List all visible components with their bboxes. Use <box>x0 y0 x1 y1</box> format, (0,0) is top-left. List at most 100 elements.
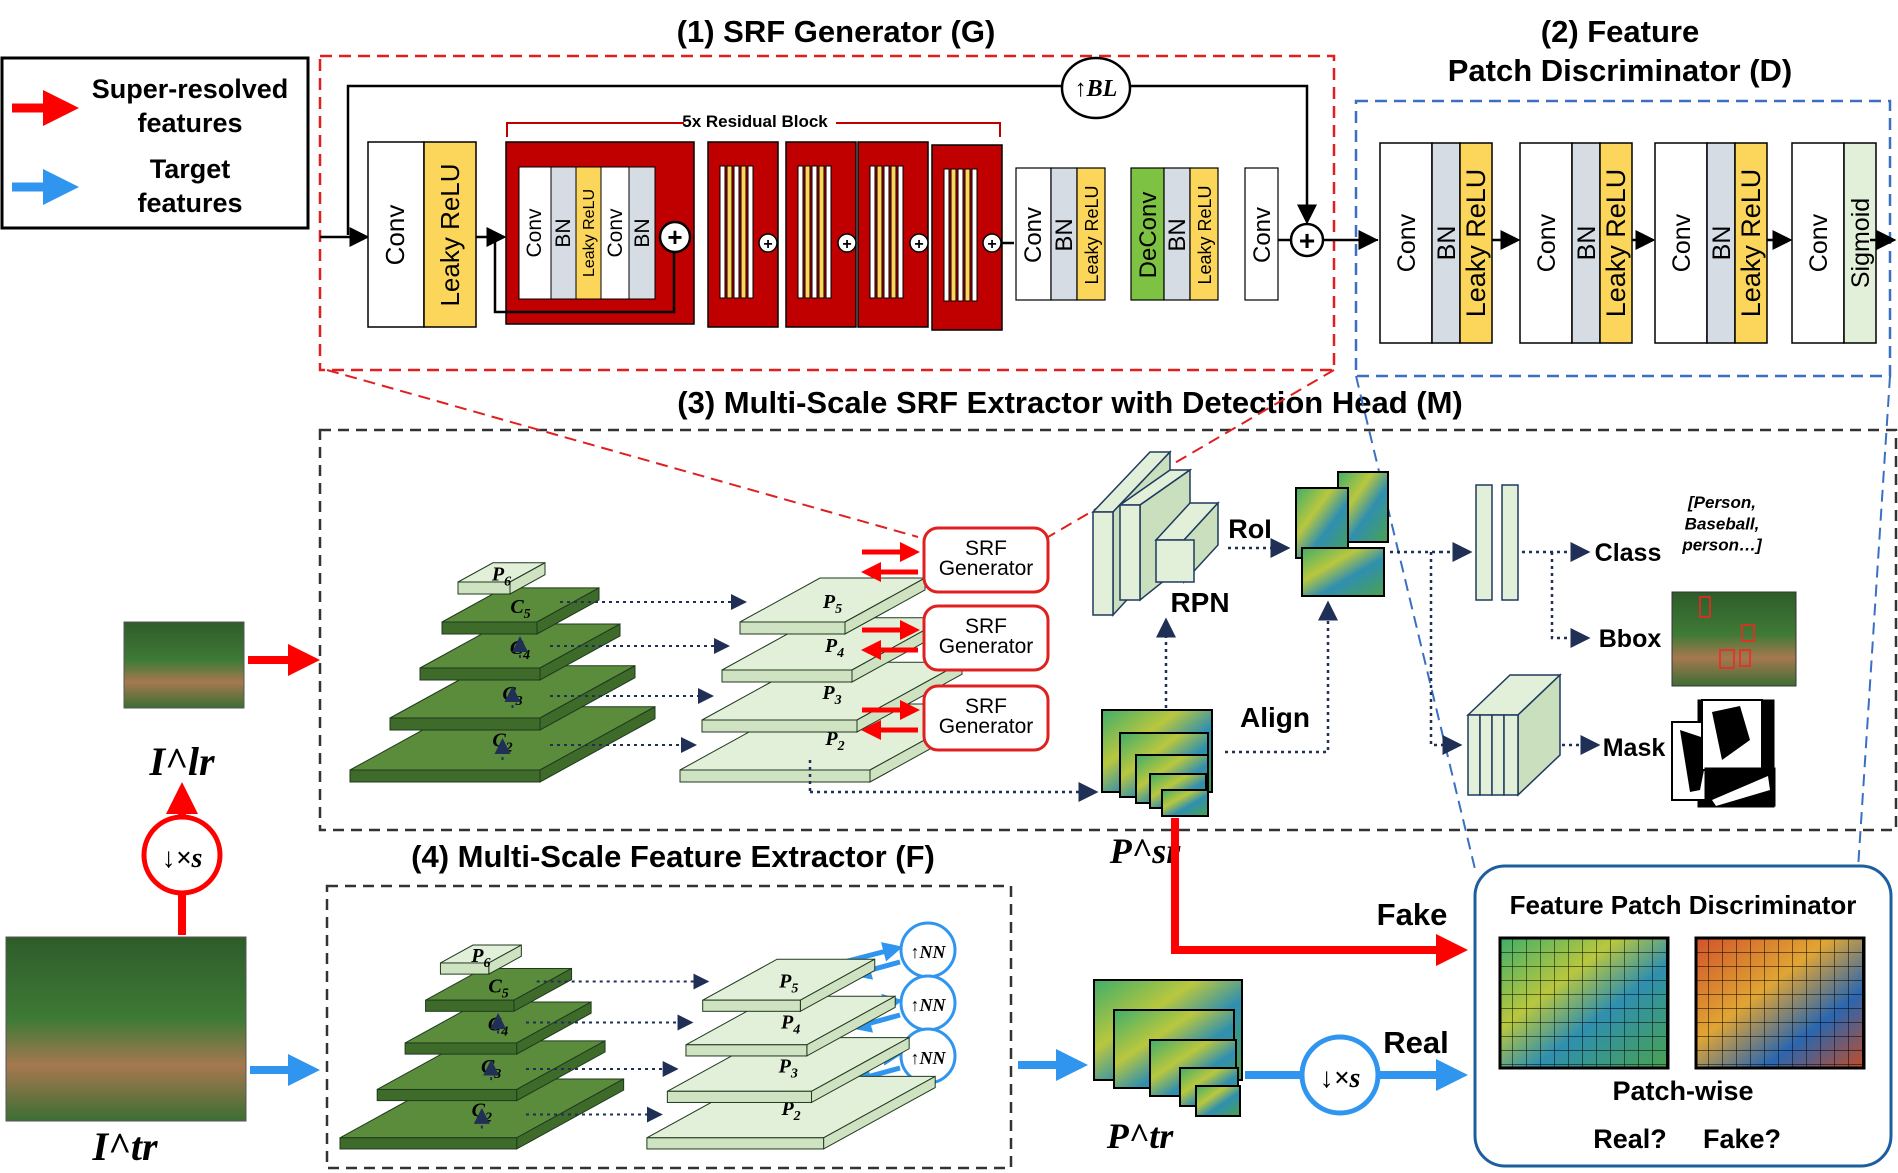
svg-text:P4: P4 <box>824 635 844 661</box>
fc-layer-2 <box>1501 484 1519 601</box>
pyramid-level-C4 <box>404 1042 518 1055</box>
disc-layer-2-0 <box>1654 142 1708 344</box>
svg-text:↑NN: ↑NN <box>911 995 947 1015</box>
svg-text:P2: P2 <box>780 1098 800 1124</box>
pyramid-level-C5 <box>425 999 515 1012</box>
rpn-network <box>1091 450 1220 617</box>
svg-text:P6: P6 <box>470 945 490 971</box>
bbox-label: Bbox <box>1599 625 1662 653</box>
disc-layer-label: Conv <box>1533 213 1561 272</box>
disc-layer-label: Leaky ReLU <box>1601 169 1631 318</box>
svg-text:Generator: Generator <box>939 715 1034 738</box>
srf-generator-box-2 <box>922 684 1050 752</box>
disc-layer-label: Sigmoid <box>1847 198 1875 288</box>
svg-text:P3: P3 <box>778 1055 798 1081</box>
pyramid-level-P4 <box>685 1044 808 1057</box>
svg-text:P2: P2 <box>824 728 844 754</box>
srf-generator-box-0 <box>922 526 1050 594</box>
gen-conv-2-label: Conv <box>1020 207 1047 263</box>
disc-layer-label: BN <box>1573 226 1601 261</box>
pyramid-level-C5 <box>441 621 538 635</box>
downsample-label-2: ↓×s <box>1320 1063 1361 1094</box>
roi-feature-maps <box>1295 471 1389 597</box>
target-image <box>5 936 247 1122</box>
ilr-label: I^lr <box>148 739 214 784</box>
res-conv-a: Conv <box>523 208 546 258</box>
disc-layer-label: Conv <box>1668 213 1696 272</box>
svg-text:+: + <box>1299 225 1315 256</box>
disc-layer-label: BN <box>1433 226 1461 261</box>
svg-text:+: + <box>914 236 923 253</box>
real-question: Real? <box>1593 1124 1667 1154</box>
gen-leaky-3-label: Leaky ReLU <box>1195 185 1215 284</box>
pyramid-level-P6 <box>457 581 511 595</box>
disc-layer-3-1 <box>1843 142 1877 344</box>
svg-text:SRF: SRF <box>965 615 1007 638</box>
pyramid-level-P5 <box>739 621 846 635</box>
disc-layer-0-2 <box>1459 142 1493 344</box>
svg-text:P6: P6 <box>491 563 511 589</box>
upsample-bl-node <box>1060 56 1132 120</box>
svg-text:Generator: Generator <box>939 635 1034 658</box>
itr-label: I^tr <box>91 1124 157 1169</box>
downsample-label: ↓×s <box>162 843 203 874</box>
roi-label: RoI <box>1228 514 1272 544</box>
patchwise-label: Patch-wise <box>1612 1076 1753 1106</box>
feature-extractor-title: (4) Multi-Scale Feature Extractor (F) <box>411 839 935 874</box>
pyramid-level-C3 <box>389 717 541 731</box>
pyramid-level-C2 <box>339 1137 518 1150</box>
gen-bn-2-label: BN <box>1051 218 1078 251</box>
gen-conv-3-label: Conv <box>1249 207 1276 263</box>
gen-leaky-1-label: Leaky ReLU <box>435 163 465 306</box>
svg-text:P5: P5 <box>778 971 798 997</box>
svg-text:SRF: SRF <box>965 695 1007 718</box>
bbox-result-image <box>1671 591 1797 687</box>
pyramid-level-P2 <box>679 769 871 783</box>
disc-layer-label: Leaky ReLU <box>1461 169 1491 318</box>
disc-layer-label: Conv <box>1393 213 1421 272</box>
rpn-label: RPN <box>1170 587 1229 618</box>
gen-leaky-1 <box>423 141 477 328</box>
gen-conv-1 <box>367 141 425 328</box>
pyramid-level-P2 <box>646 1137 825 1150</box>
downsample-node <box>141 814 223 896</box>
res-conv-b: Conv <box>604 208 627 258</box>
mask-result-images <box>1671 699 1776 808</box>
svg-text:C5: C5 <box>488 975 508 1001</box>
svg-text:↑NN: ↑NN <box>911 942 947 962</box>
svg-text:SRF: SRF <box>965 537 1007 560</box>
class-result: [Person,Baseball,person…] <box>1681 493 1763 555</box>
fc-layer-1 <box>1475 484 1493 601</box>
svg-text:P5: P5 <box>822 591 842 617</box>
pyramid-level-C4 <box>419 667 541 681</box>
pyramid-level-P6 <box>439 962 490 975</box>
svg-text:+: + <box>763 236 772 253</box>
downsample-node-2 <box>1299 1034 1381 1116</box>
ptr-feature-stack <box>1093 979 1243 1117</box>
res-bn-a: BN <box>552 218 575 247</box>
class-label: Class <box>1595 539 1662 567</box>
disc-layer-0-1 <box>1431 142 1461 344</box>
res-bn-b: BN <box>631 218 654 247</box>
upsample-bl-label: ↑BL <box>1075 76 1118 102</box>
disc-layer-label: Conv <box>1805 213 1833 272</box>
disc-layer-label: BN <box>1708 226 1736 261</box>
fake-label: Fake <box>1377 897 1448 932</box>
low-res-image <box>123 621 245 709</box>
extractor-title: (3) Multi-Scale SRF Extractor with Detec… <box>677 385 1462 420</box>
svg-text:+: + <box>842 236 851 253</box>
mask-label: Mask <box>1603 734 1666 762</box>
real-label: Real <box>1383 1025 1448 1060</box>
mask-head <box>1466 673 1562 797</box>
gen-leaky-2-label: Leaky ReLU <box>1082 185 1102 284</box>
svg-text:+: + <box>987 236 996 253</box>
align-label: Align <box>1240 702 1310 733</box>
psr-feature-stack <box>1101 709 1213 817</box>
